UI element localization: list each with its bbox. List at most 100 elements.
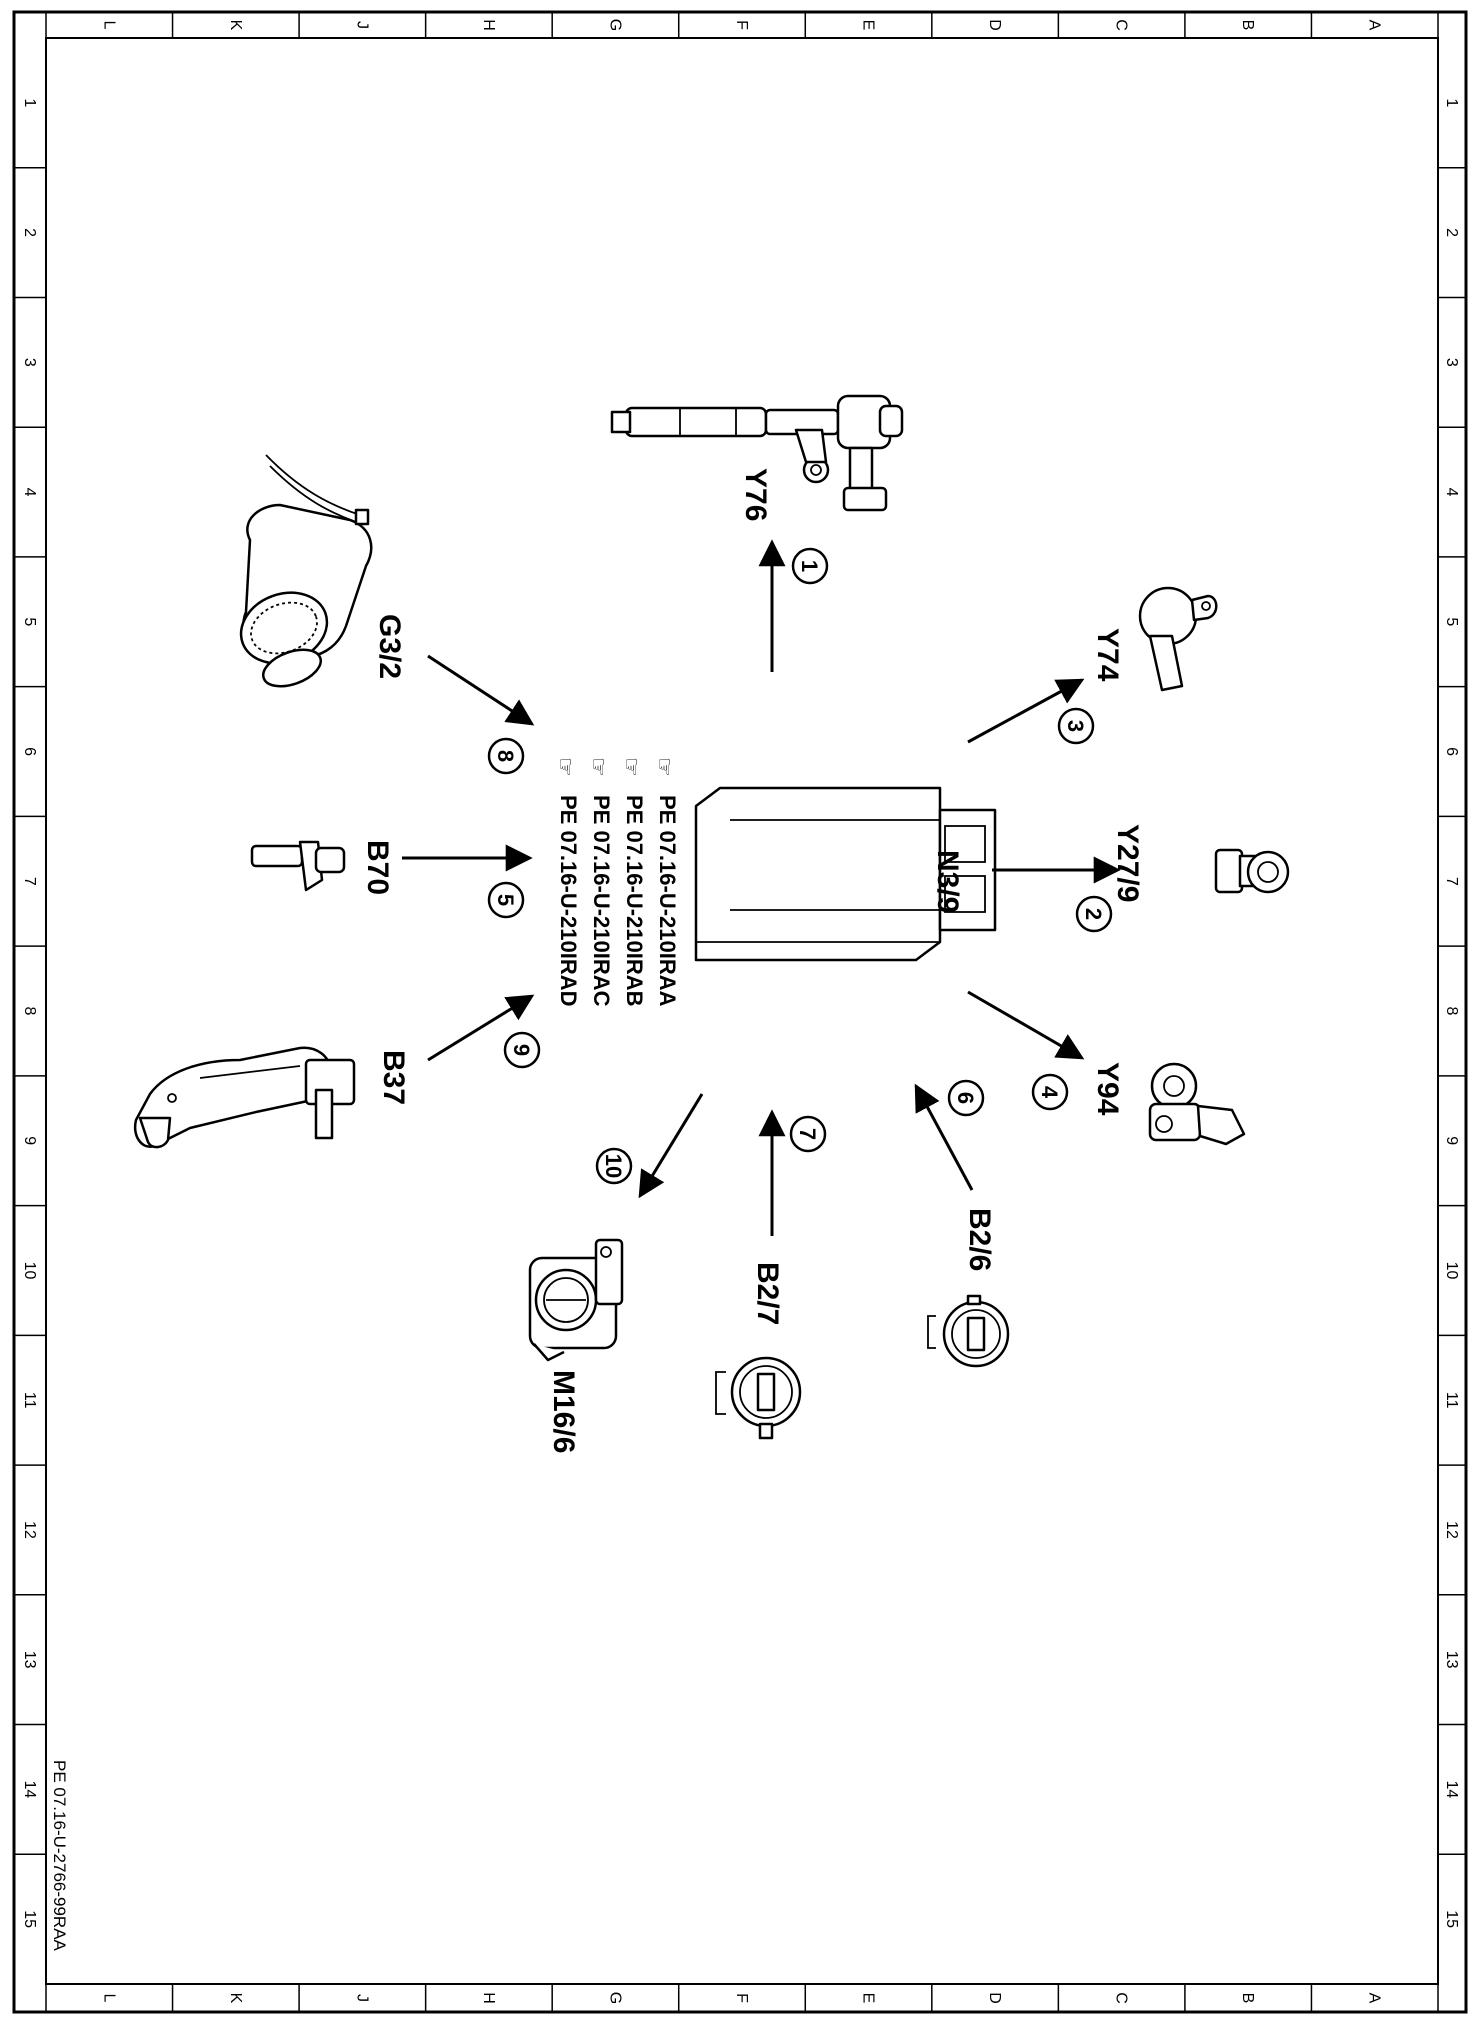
injector-y76-illustration <box>610 394 904 512</box>
grid-column-label: C <box>1113 1992 1130 2004</box>
grid-row-label: 1 <box>1443 98 1460 107</box>
grid-row-label: 9 <box>1443 1136 1460 1145</box>
callout-number: 7 <box>795 1128 820 1140</box>
pointing-hand-icon: ☞ <box>553 757 578 777</box>
sensor-g3-2-illustration <box>239 454 373 688</box>
callout-8: 8 <box>487 737 525 775</box>
callout-3: 3 <box>1057 707 1095 745</box>
grid-row-label: 3 <box>21 358 38 367</box>
callout-number: 5 <box>493 894 518 906</box>
callout-number: 9 <box>509 1044 534 1056</box>
grid-row-label: 4 <box>21 488 38 497</box>
grid-row-label: 12 <box>21 1521 38 1539</box>
grid-row-label: 11 <box>1443 1392 1460 1409</box>
sensor-b70-illustration <box>250 840 346 892</box>
callout-number: 3 <box>1063 720 1088 732</box>
grid-row-label: 15 <box>1443 1910 1460 1928</box>
grid-row-label: 11 <box>21 1392 38 1409</box>
grid-column-label: E <box>860 20 877 31</box>
grid-row-label: 7 <box>21 877 38 886</box>
grid-row-label: 9 <box>21 1136 38 1145</box>
reference-code: PE 07.16-U-210IRAC <box>589 795 614 1007</box>
grid-row-label: 5 <box>21 617 38 626</box>
grid-row-label: 2 <box>1443 228 1460 237</box>
label-y76: Y76 <box>739 468 772 521</box>
grid-row-label: 13 <box>1443 1651 1460 1669</box>
callout-10: 10 <box>595 1147 633 1185</box>
grid-row-label: 15 <box>21 1910 38 1928</box>
callout-9: 9 <box>503 1031 541 1069</box>
grid-column-label: G <box>606 19 623 31</box>
grid-column-label: B <box>1239 20 1256 31</box>
label-b2-7: B2/7 <box>751 1262 784 1325</box>
grid-row-label: 14 <box>21 1781 38 1799</box>
grid-column-label: K <box>227 1993 244 2004</box>
callout-1: 1 <box>791 547 829 585</box>
grid-column-label: H <box>480 1992 497 2004</box>
callout-number: 10 <box>601 1154 626 1178</box>
grid-row-label: 6 <box>1443 747 1460 756</box>
arrow-3 <box>967 678 1085 744</box>
callout-number: 2 <box>1081 908 1106 920</box>
grid-column-label: E <box>860 1993 877 2004</box>
grid-column-label: G <box>606 1992 623 2004</box>
arrow-6 <box>914 1083 974 1191</box>
sensor-b2-7-illustration <box>715 1356 802 1440</box>
grid-column-label: F <box>733 1993 750 2003</box>
label-b37: B37 <box>377 1050 410 1105</box>
label-b2-6: B2/6 <box>963 1208 996 1271</box>
grid-column-label: L <box>100 21 117 30</box>
label-m16-6: M16/6 <box>547 1370 580 1453</box>
sheet-frame <box>12 10 1468 2014</box>
callout-number: 6 <box>953 1092 978 1104</box>
reference-item: ☞ PE 07.16-U-210IRAD <box>553 757 581 1007</box>
grid-row-label: 5 <box>1443 617 1460 626</box>
pointing-hand-icon: ☞ <box>619 757 644 777</box>
callout-2: 2 <box>1075 895 1113 933</box>
arrow-8 <box>427 654 535 726</box>
grid-row-label: 12 <box>1443 1521 1460 1539</box>
grid-column-label: L <box>100 1994 117 2003</box>
grid-column-label: D <box>986 1992 1003 2004</box>
grid-column-label: J <box>353 1994 370 2002</box>
throttle-m16-6-illustration <box>528 1238 624 1362</box>
control-unit-label: N3/9 <box>931 850 964 913</box>
sensor-b2-6-illustration <box>927 1294 1010 1368</box>
arrow-4 <box>967 990 1085 1060</box>
reference-item: ☞ PE 07.16-U-210IRAC <box>586 757 614 1007</box>
valve-y74-illustration <box>1138 586 1218 692</box>
callout-number: 8 <box>493 750 518 762</box>
callout-5: 5 <box>487 881 525 919</box>
pointing-hand-icon: ☞ <box>652 757 677 777</box>
reference-item: ☞ PE 07.16-U-210IRAA <box>652 757 680 1007</box>
callout-number: 4 <box>1037 1086 1062 1099</box>
arrow-10 <box>638 1093 704 1199</box>
grid-column-label: D <box>986 19 1003 31</box>
grid-row-label: 6 <box>21 747 38 756</box>
grid-row-label: 8 <box>1443 1007 1460 1016</box>
callout-7: 7 <box>789 1115 827 1153</box>
grid-row-label: 10 <box>21 1262 38 1280</box>
control-unit-n3-9 <box>694 786 997 962</box>
label-y27-9: Y27/9 <box>1111 824 1144 902</box>
grid-column-label: A <box>1366 1993 1383 2004</box>
grid-row-label: 14 <box>1443 1781 1460 1799</box>
grid-row-label: 2 <box>21 228 38 237</box>
document-code: PE 07.16-U-2766-99RAA <box>50 1760 69 1952</box>
pedal-b37-illustration <box>133 1046 356 1149</box>
reference-code: PE 07.16-U-210IRAB <box>622 795 647 1007</box>
grid-column-label: F <box>733 20 750 30</box>
pointing-hand-icon: ☞ <box>586 757 611 777</box>
callout-number: 1 <box>797 560 822 572</box>
grid-column-label: A <box>1366 20 1383 31</box>
reference-list: ☞ PE 07.16-U-210IRAA ☞ PE 07.16-U-210IRA… <box>553 757 680 1007</box>
valve-y27-9-illustration <box>1214 848 1290 894</box>
reference-code: PE 07.16-U-210IRAA <box>655 795 680 1007</box>
callout-6: 6 <box>947 1079 985 1117</box>
grid-row-label: 4 <box>1443 488 1460 497</box>
signal-arrows <box>402 539 1121 1236</box>
reference-item: ☞ PE 07.16-U-210IRAB <box>619 757 647 1007</box>
grid-row-label: 7 <box>1443 877 1460 886</box>
